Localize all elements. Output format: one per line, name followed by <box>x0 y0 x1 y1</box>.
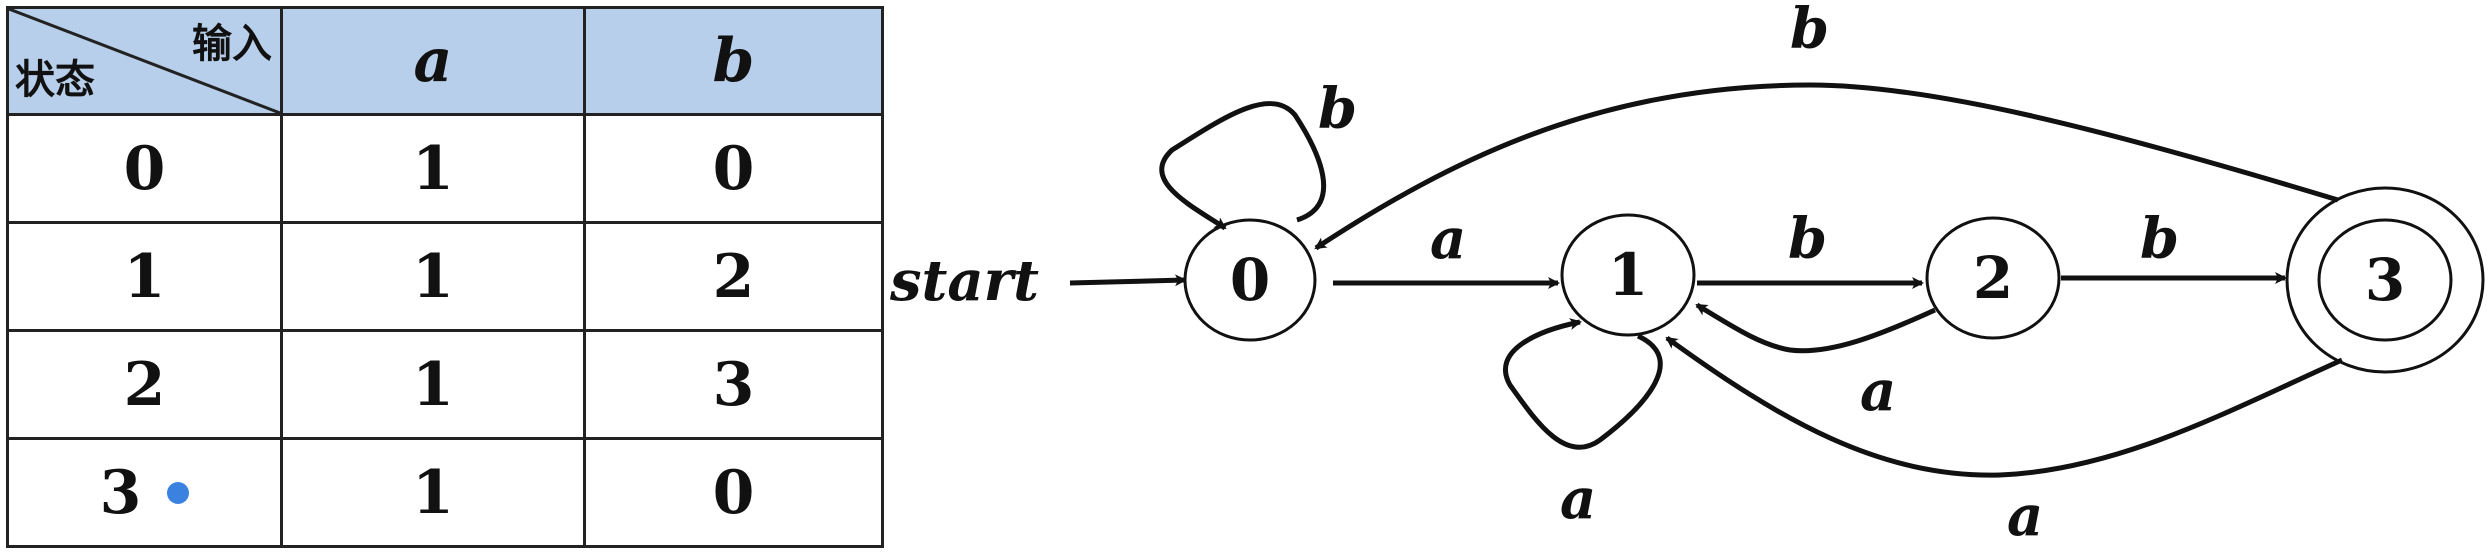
table-row: 1 1 2 <box>6 221 884 332</box>
transition-label-3-1: a <box>2007 483 2043 549</box>
state-cell: 2 <box>6 329 283 440</box>
next-state-on-a-cell: 1 <box>280 329 586 440</box>
table-row: 3 1 0 <box>6 437 884 548</box>
accepting-marker-dot <box>167 482 190 504</box>
next-state-on-b-cell: 3 <box>583 329 884 440</box>
state-cell-accepting: 3 <box>6 437 283 548</box>
state-node-0: 0 <box>1183 218 1317 342</box>
state-node-1: 1 <box>1560 213 1696 337</box>
transition-1-1-a <box>1502 318 1663 450</box>
column-header-a: a <box>280 6 586 116</box>
table-corner-header: 输入 状态 <box>6 6 283 116</box>
state-header-label: 状态 <box>15 57 95 103</box>
state-cell-text: 3 <box>99 457 142 528</box>
input-header-label: 输入 <box>192 21 272 67</box>
next-state-on-b-cell: 0 <box>583 113 884 224</box>
state-label-0: 0 <box>1230 246 1270 314</box>
start-label: start <box>889 248 1039 314</box>
next-state-on-b-cell: 0 <box>583 437 884 548</box>
state-cell: 0 <box>6 113 283 224</box>
next-state-on-a-cell: 1 <box>280 221 586 332</box>
next-state-on-a-cell: 1 <box>280 437 586 548</box>
state-node-2: 2 <box>1925 216 2061 340</box>
table-row: 0 1 0 <box>6 113 884 224</box>
state-label-3: 3 <box>2365 246 2405 314</box>
table-row: 2 1 3 <box>6 329 884 440</box>
transition-label-2-3: b <box>2140 206 2179 272</box>
transition-0-0-b <box>1159 101 1327 231</box>
transition-label-0-1: a <box>1430 206 1466 272</box>
state-label-1: 1 <box>1608 241 1648 309</box>
table-header-row: 输入 状态 a b <box>6 6 884 116</box>
state-node-3-accepting: 3 <box>2285 186 2485 374</box>
next-state-on-b-cell: 2 <box>583 221 884 332</box>
transition-label-3-0: b <box>1790 0 1829 62</box>
corner-diagonal-line <box>9 9 280 113</box>
state-label-2: 2 <box>1973 244 2013 312</box>
transition-table-container: 输入 状态 a b 0 1 0 1 1 2 2 1 3 <box>6 6 884 548</box>
transition-label-2-1: a <box>1860 358 1896 424</box>
transition-3-1-a <box>1665 335 2344 478</box>
start-arrow <box>1069 274 1187 287</box>
transition-label-1-2: b <box>1788 206 1827 272</box>
state-cell: 1 <box>6 221 283 332</box>
column-header-b: b <box>583 6 884 116</box>
transition-label-1-1: a <box>1560 466 1596 532</box>
transition-2-1-a <box>1695 302 1937 354</box>
transition-table: 输入 状态 a b 0 1 0 1 1 2 2 1 3 <box>6 6 884 548</box>
next-state-on-a-cell: 1 <box>280 113 586 224</box>
transition-label-0-0: b <box>1318 76 1357 142</box>
transition-3-0-b <box>1314 82 2339 251</box>
